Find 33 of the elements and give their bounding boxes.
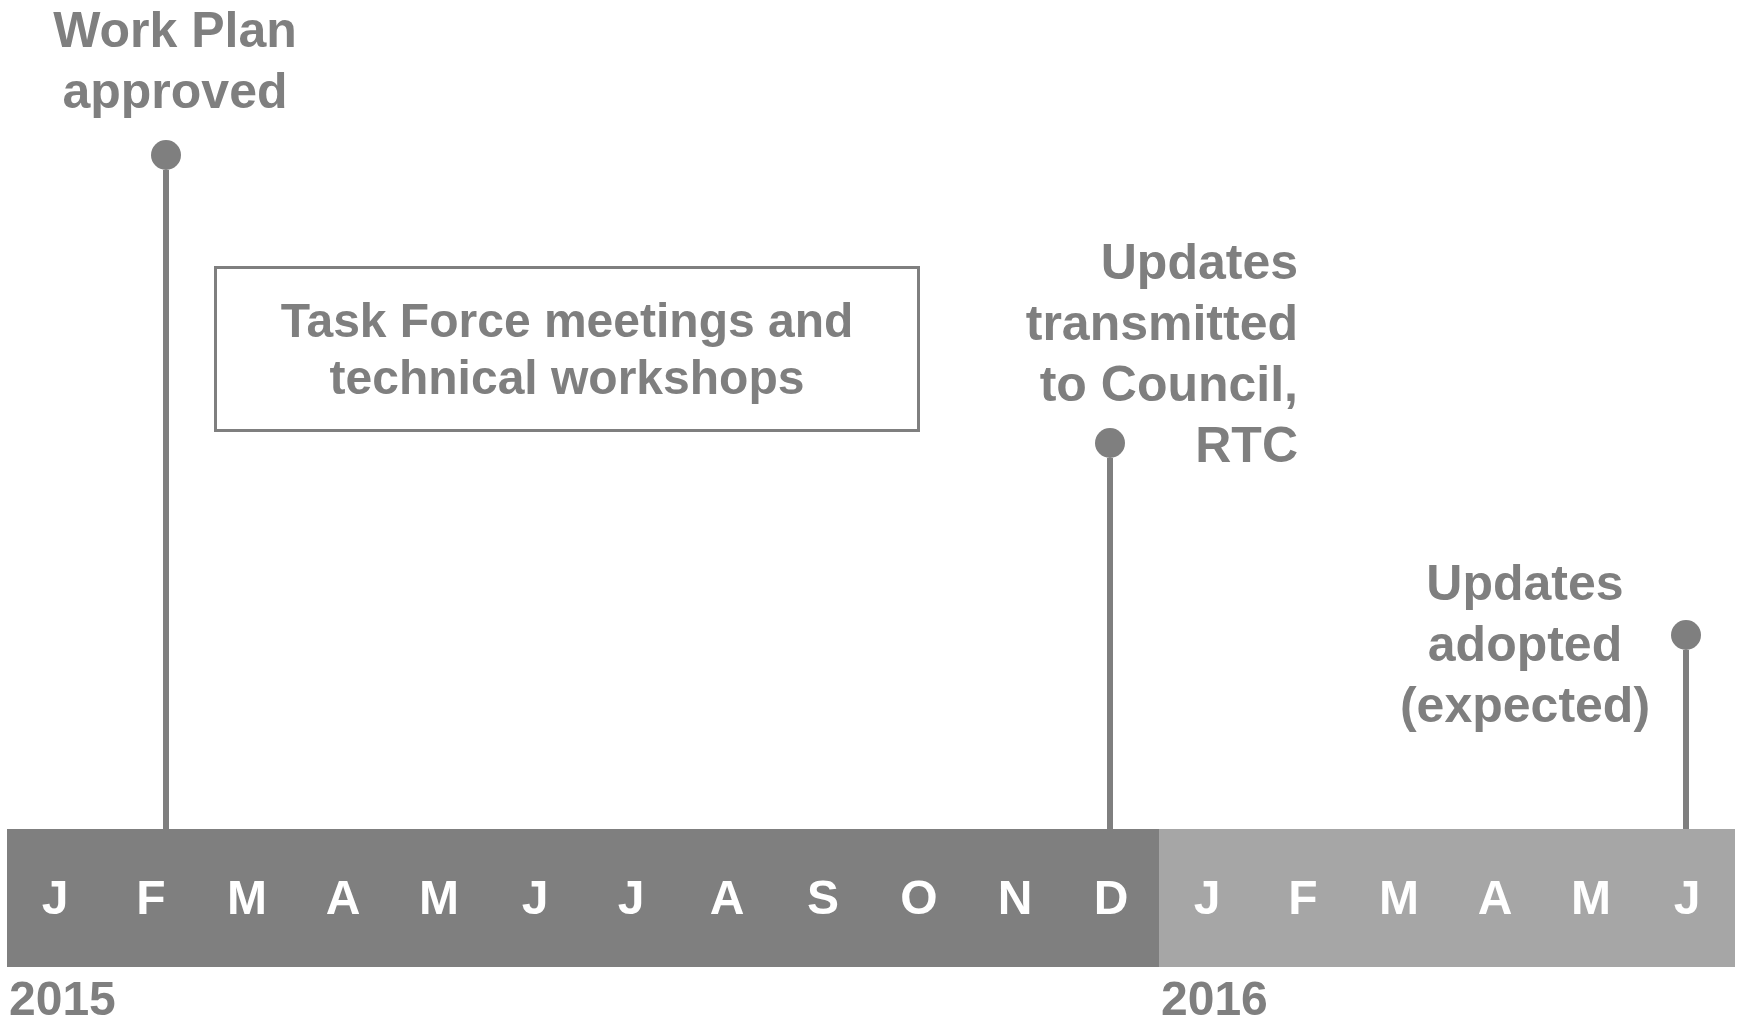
month-label: J (40, 870, 70, 926)
phase-box (214, 266, 920, 432)
milestone-label: Updates transmitted to Council, RTC (1024, 233, 1298, 475)
month-label: A (1476, 870, 1514, 926)
month-label: D (1092, 870, 1130, 926)
month-label: M (1570, 870, 1612, 926)
month-label: F (1287, 870, 1319, 926)
month-label: A (708, 870, 746, 926)
month-label: J (616, 870, 646, 926)
milestone-pin (163, 170, 169, 829)
milestone-dot (1095, 428, 1125, 458)
month-label: N (996, 870, 1034, 926)
month-label: J (1672, 870, 1702, 926)
month-label: O (899, 870, 939, 926)
month-label: A (324, 870, 362, 926)
milestone-dot (151, 140, 181, 170)
milestone-label: Updates adopted (expected) (1398, 554, 1652, 735)
milestone-dot (1671, 620, 1701, 650)
phase-text: Task Force meetings and technical workshops (279, 293, 855, 406)
month-label: M (1378, 870, 1420, 926)
month-label: M (418, 870, 460, 926)
timeline-bar (7, 829, 1159, 967)
month-label: J (520, 870, 550, 926)
month-label: F (135, 870, 167, 926)
year-label: 2016 (1161, 971, 1269, 1027)
month-label: M (226, 870, 268, 926)
timeline-bar (1159, 829, 1735, 967)
month-label: J (1192, 870, 1222, 926)
milestone-label: Work Plan approved (52, 1, 298, 121)
month-label: S (806, 870, 840, 926)
year-label: 2015 (9, 971, 117, 1027)
milestone-pin (1107, 458, 1113, 829)
milestone-pin (1683, 650, 1689, 829)
